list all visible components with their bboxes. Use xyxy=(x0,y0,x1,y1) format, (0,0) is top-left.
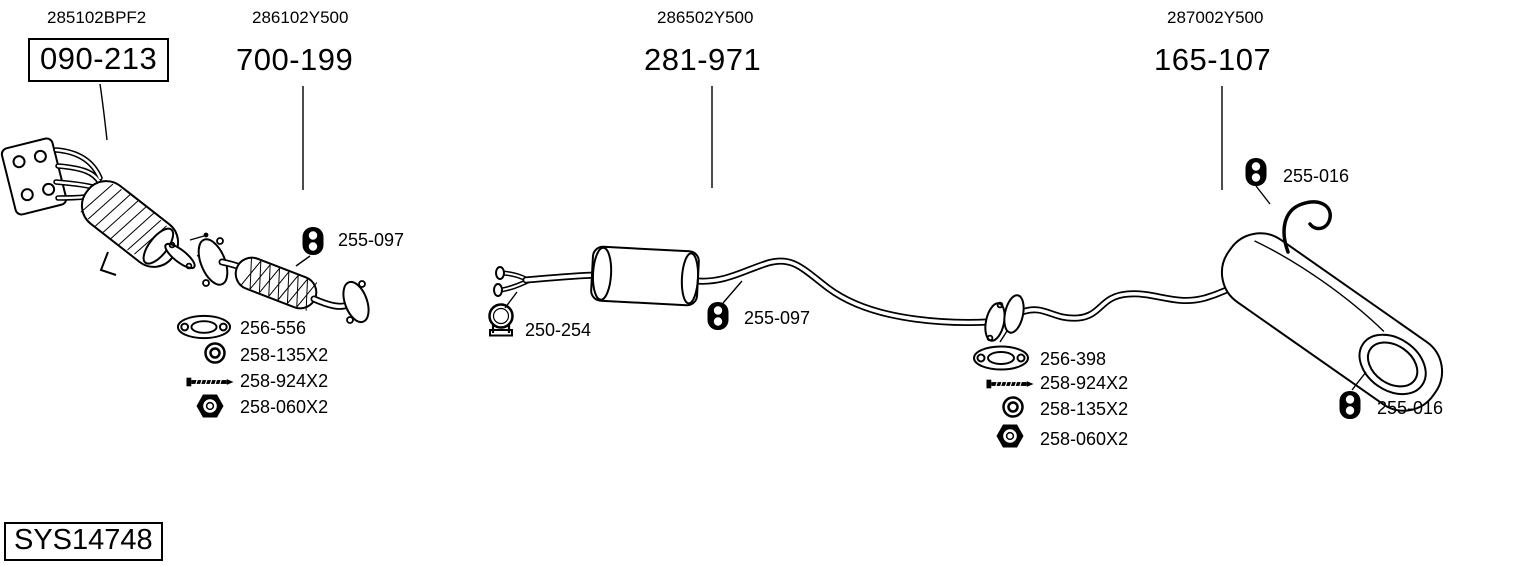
assembly-part-number: 090-213 xyxy=(28,38,170,82)
rubber-hanger-icon xyxy=(300,226,326,256)
callout-label: 255-097 xyxy=(744,308,811,328)
manifold-catalyst-drawing xyxy=(0,137,216,276)
callout-label: 255-097 xyxy=(338,230,405,250)
washer-icon xyxy=(203,341,227,365)
callout-label: 256-556 xyxy=(240,318,307,338)
callout-label: 258-924X2 xyxy=(1040,373,1129,393)
callout-label: 255-016 xyxy=(1283,166,1350,186)
callout-label: 250-254 xyxy=(525,320,592,340)
callout-label: 258-135X2 xyxy=(240,345,329,365)
bolt-icon xyxy=(986,377,1034,391)
callout-label: 256-398 xyxy=(1040,349,1107,369)
nut-icon xyxy=(996,423,1024,449)
assembly-part-number: 165-107 xyxy=(1154,42,1272,77)
callout-label: 258-060X2 xyxy=(240,397,329,417)
rubber-hanger-icon xyxy=(705,301,731,331)
rear-muffler-drawing xyxy=(984,185,1444,412)
assembly-ref: 285102BPF2 xyxy=(47,8,147,27)
gasket-icon xyxy=(176,314,232,340)
assembly-ref: 287002Y500 xyxy=(1167,8,1264,27)
washer-icon xyxy=(1001,395,1025,419)
front-flex-pipe-drawing xyxy=(197,237,370,324)
pipe-clamp-icon xyxy=(483,303,519,339)
callout-label: 258-924X2 xyxy=(240,371,329,391)
rubber-hanger-icon xyxy=(1243,157,1269,187)
system-code: SYS14748 xyxy=(4,522,163,561)
assembly-part-number: 700-199 xyxy=(236,42,354,77)
bolt-icon xyxy=(186,375,234,389)
assembly-ref: 286102Y500 xyxy=(252,8,349,27)
callout-label: 258-060X2 xyxy=(1040,429,1129,449)
center-silencer-drawing xyxy=(493,245,992,327)
nut-icon xyxy=(196,393,224,419)
assembly-ref: 286502Y500 xyxy=(657,8,754,27)
callout-label: 255-016 xyxy=(1377,398,1444,418)
assembly-part-number: 281-971 xyxy=(644,42,762,77)
gasket-icon xyxy=(972,345,1030,371)
rubber-hanger-icon xyxy=(1337,390,1363,420)
callout-label: 258-135X2 xyxy=(1040,399,1129,419)
leader-090-213 xyxy=(99,83,108,141)
